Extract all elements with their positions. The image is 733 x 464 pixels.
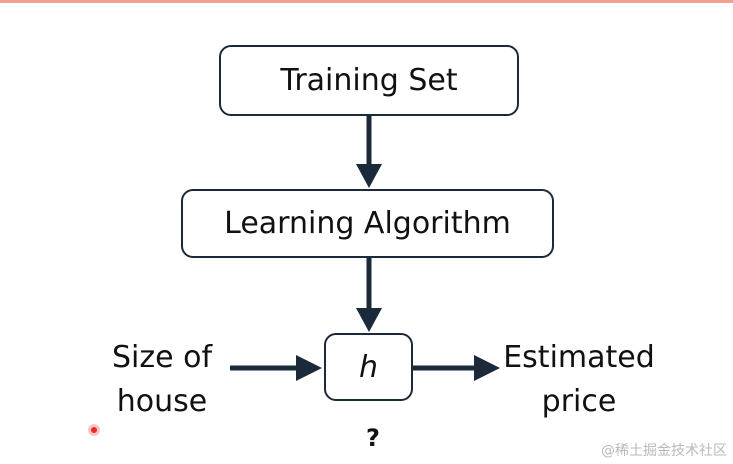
learning-algorithm-label: Learning Algorithm <box>224 206 511 241</box>
pointer-dot-icon <box>88 424 100 436</box>
training-set-label: Training Set <box>280 63 458 98</box>
learning-algorithm-node: Learning Algorithm <box>181 189 554 258</box>
arrow-input-to-h <box>230 355 322 381</box>
output-label: Estimated price <box>490 336 668 424</box>
hypothesis-label: h <box>358 349 378 385</box>
arrow-training-to-learning <box>356 116 382 188</box>
input-label-line1: Size of <box>111 340 213 375</box>
input-label-line2: house <box>116 384 208 419</box>
top-accent-strip <box>0 0 733 3</box>
output-label-line1: Estimated <box>503 340 655 375</box>
arrow-learning-to-h <box>356 258 382 332</box>
arrow-h-to-output <box>413 355 500 381</box>
output-label-line2: price <box>541 384 617 419</box>
training-set-node: Training Set <box>219 45 519 116</box>
watermark: @稀土掘金技术社区 <box>601 443 727 459</box>
question-mark: ? <box>366 424 380 452</box>
hypothesis-node: h <box>324 333 413 401</box>
input-label: Size of house <box>96 336 228 424</box>
